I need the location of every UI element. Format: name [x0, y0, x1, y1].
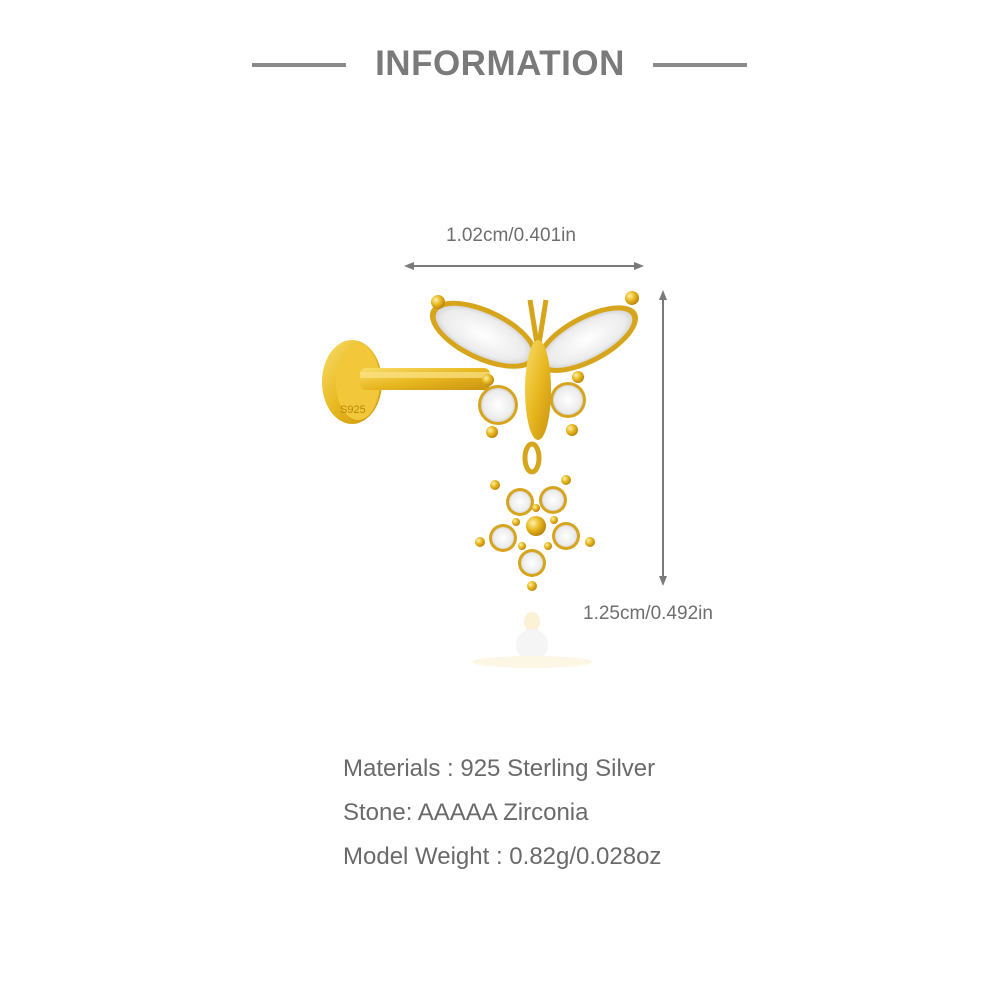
- width-dimension-label: 1.02cm/0.401in: [446, 225, 576, 246]
- spec-model-weight: Model Weight : 0.82g/0.028oz: [343, 843, 662, 870]
- spec-materials: Materials : 925 Sterling Silver: [343, 755, 656, 782]
- svg-text:S925: S925: [340, 404, 366, 416]
- header-divider-left: [252, 63, 346, 67]
- spec-stone: Stone: AAAAA Zirconia: [343, 799, 589, 826]
- height-dimension-label: 1.25cm/0.492in: [583, 603, 713, 624]
- header-divider-right: [653, 63, 747, 67]
- height-arrow-icon: [659, 290, 667, 586]
- butterfly-earring-image: S925: [322, 291, 639, 668]
- width-arrow-icon: [404, 262, 644, 270]
- page-title: INFORMATION: [375, 44, 625, 83]
